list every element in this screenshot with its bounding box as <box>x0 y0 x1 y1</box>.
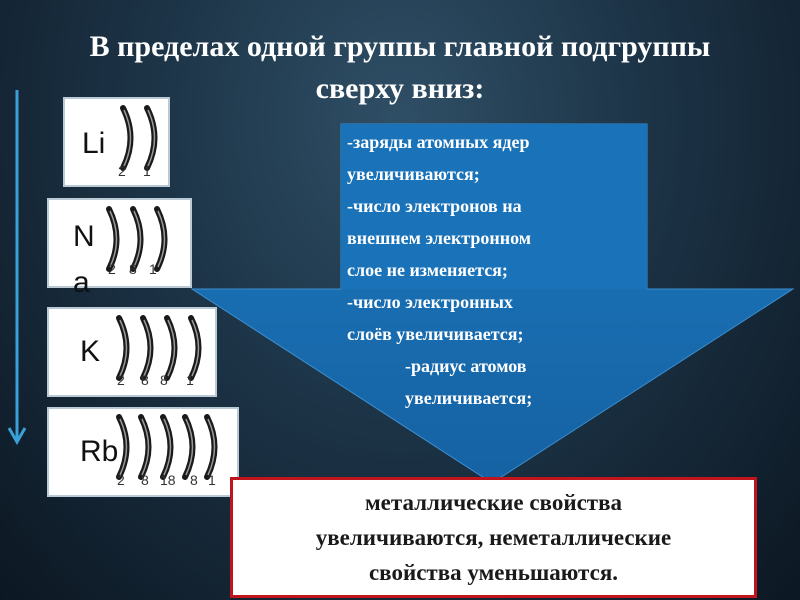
conclusion-box: металлические свойства увеличиваются, не… <box>230 477 757 598</box>
electron-shell-arc <box>144 105 158 171</box>
element-symbol: Na <box>73 220 95 299</box>
fact-line: увеличиваются; <box>347 164 480 184</box>
element-card-k <box>47 307 217 397</box>
electron-count: 8 <box>141 372 149 388</box>
electron-shell-arc <box>204 414 218 480</box>
fact-line: увеличивается; <box>405 388 533 408</box>
electron-shell-arc <box>140 315 154 381</box>
fact-line: -число электронных <box>347 292 513 312</box>
electron-count: 1 <box>208 472 216 488</box>
fact-line: внешнем электронном <box>347 228 532 248</box>
electron-shell-arc <box>154 206 168 272</box>
electron-shell-arc <box>160 414 174 480</box>
fact-line: -заряды атомных ядер <box>347 132 530 152</box>
fact-line: -число электронов на <box>347 196 522 216</box>
electron-count: 1 <box>149 261 157 277</box>
electron-count: 2 <box>117 472 125 488</box>
fact-line: -радиус атомов <box>405 356 527 376</box>
electron-count: 2 <box>117 372 125 388</box>
electron-count: 18 <box>160 472 176 488</box>
electron-shell-arc <box>116 414 130 480</box>
facts-panel <box>341 124 647 289</box>
electron-count: 8 <box>141 472 149 488</box>
element-symbol: K <box>80 335 101 368</box>
electron-count: 1 <box>186 372 194 388</box>
electron-shell-arc <box>130 206 144 272</box>
fact-line: слоёв увеличивается; <box>347 324 524 344</box>
electron-count: 8 <box>190 472 198 488</box>
conclusion-line: увеличиваются, неметаллические <box>315 525 672 550</box>
electron-shell-arc <box>138 414 152 480</box>
electron-count: 2 <box>118 163 126 179</box>
electron-shell-arc <box>106 206 120 272</box>
electron-count: 8 <box>160 372 168 388</box>
conclusion-line: свойства уменьшаются. <box>368 560 619 585</box>
title-line-1: В пределах одной группы главной подгрупп… <box>89 30 711 63</box>
electron-shell-arc <box>182 414 196 480</box>
down-arrow-icon <box>7 90 27 446</box>
facts-list: -заряды атомных ядер увеличиваются; -чис… <box>347 126 647 414</box>
electron-shell-arc <box>116 315 130 381</box>
title-line-2: сверху вниз: <box>315 72 485 105</box>
electron-count: 8 <box>129 261 137 277</box>
electron-shell-arc <box>120 105 134 171</box>
electron-count: 2 <box>108 261 116 277</box>
electron-shell-arc <box>164 315 178 381</box>
element-symbol: Li <box>82 127 106 160</box>
slide-title: В пределах одной группы главной подгрупп… <box>0 26 800 110</box>
conclusion-line: металлические свойства <box>365 490 622 515</box>
element-symbol: Rb <box>80 435 119 468</box>
fact-line: слое не изменяется; <box>347 260 508 280</box>
electron-shell-arc <box>188 315 202 381</box>
electron-count: 1 <box>143 163 151 179</box>
element-card-na <box>47 198 192 288</box>
